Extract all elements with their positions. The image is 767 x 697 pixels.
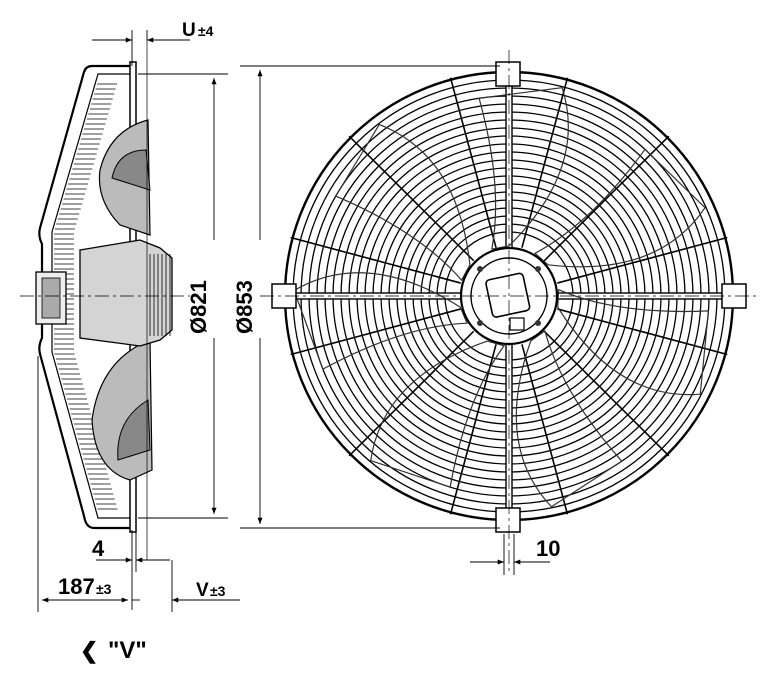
front-blades	[293, 87, 710, 508]
fan-blade	[334, 123, 471, 282]
front-hub-bolt	[535, 266, 541, 272]
front-cable-gland	[509, 317, 525, 331]
guard-spoke	[543, 135, 670, 262]
side-motor-rear-cap	[41, 277, 61, 319]
guard-spoke	[521, 77, 569, 248]
dim-4: 4	[92, 536, 105, 561]
front-bracket-top	[495, 61, 521, 87]
fan-blade	[293, 272, 468, 371]
dim-u-label: U	[182, 20, 196, 41]
side-guard-rings	[54, 83, 118, 510]
guard-spoke	[521, 344, 569, 515]
dim-187-tol: ±3	[96, 581, 112, 597]
side-motor-fins	[149, 254, 171, 336]
dim-821: Ø821	[186, 280, 211, 334]
guard-spoke	[449, 77, 497, 248]
guard-spoke	[290, 236, 461, 284]
fan-blade	[533, 148, 706, 268]
guard-spoke	[290, 308, 461, 356]
guard-spoke	[543, 330, 670, 457]
fan-blade	[370, 340, 506, 488]
fan-blade	[557, 288, 710, 396]
dim-u-tol: ±4	[198, 23, 214, 39]
fan-blade	[515, 329, 623, 508]
dimension-lines	[37, 30, 550, 612]
dim-v-tol: ±3	[210, 583, 226, 599]
front-hub-bolt	[477, 320, 483, 326]
dim-v-label: V	[196, 580, 209, 601]
side-blade-upper-2	[111, 149, 151, 191]
dim-187: 187	[58, 574, 95, 599]
front-view	[260, 50, 760, 575]
guard-spoke	[449, 344, 497, 515]
guard-spoke	[348, 135, 475, 262]
dim-10: 10	[536, 536, 560, 561]
side-view	[20, 40, 190, 560]
view-label: "V"	[108, 637, 147, 664]
dim-853: Ø853	[232, 280, 257, 334]
guard-spoke	[557, 308, 728, 356]
side-blade-lower-2	[117, 399, 151, 461]
fan-blade	[478, 87, 569, 250]
view-arrow-icon: ❮	[80, 638, 98, 664]
front-terminal-box	[485, 272, 531, 318]
front-hub-bolt	[535, 320, 541, 326]
guard-spoke	[348, 330, 475, 457]
front-hub-bolt	[477, 266, 483, 272]
guard-spoke	[557, 236, 728, 284]
